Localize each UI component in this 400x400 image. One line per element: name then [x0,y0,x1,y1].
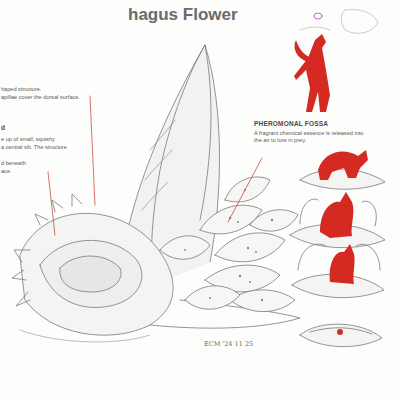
artist-signature: ECM '24 11 25 [204,340,253,348]
part-description: e up of small, squishy [1,136,55,143]
part-description: d beneath [1,160,26,167]
part-description: ace. [1,168,12,175]
part-description: apillae cover the dorsal surface. [1,94,80,101]
sheet-title: hagus Flower [128,4,238,25]
part-description: haped structure. [1,86,41,93]
part-description: A fragrant chemical essence is released … [254,130,372,144]
part-description: a central slit. The structure [1,144,67,151]
part-heading: d [1,124,5,132]
part-heading: PHEROMONAL FOSSA [254,120,328,128]
